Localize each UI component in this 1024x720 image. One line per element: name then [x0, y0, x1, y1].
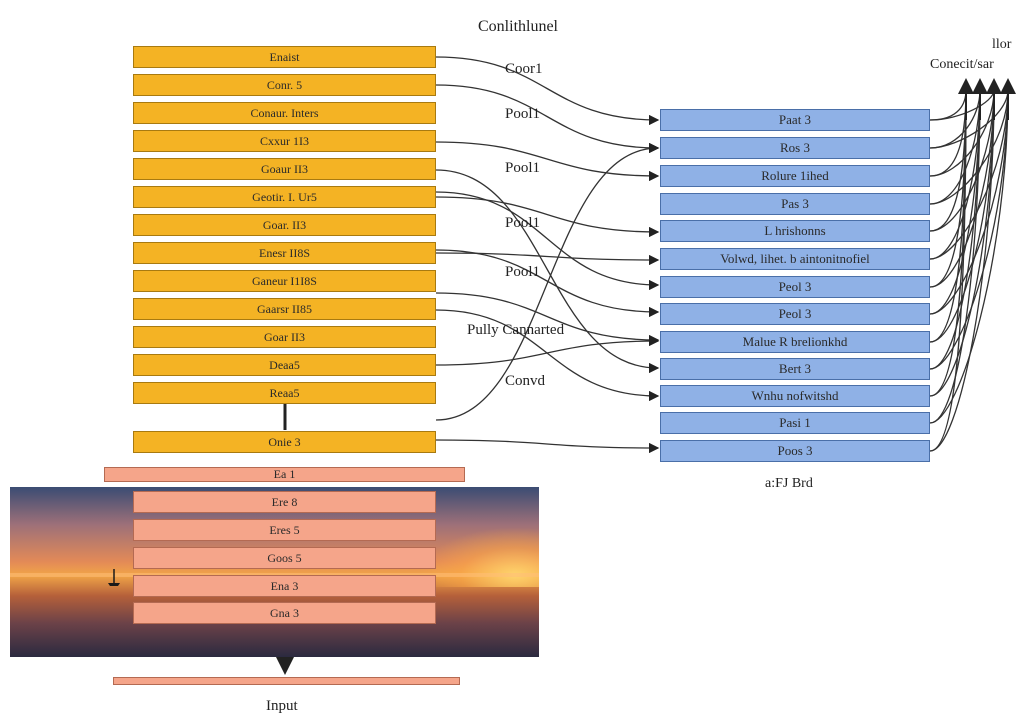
- layer-box-left: Geotir. I. Ur5: [133, 186, 436, 208]
- layer-box-salmon: Ena 3: [133, 575, 436, 597]
- layer-box-salmon: Ere 8: [133, 491, 436, 513]
- connector-curve: [435, 169, 660, 374]
- layer-box-left: Goaur II3: [133, 158, 436, 180]
- layer-box-right: Malue R brelionkhd: [660, 331, 930, 353]
- connector-curve: [435, 335, 660, 366]
- label-input: Input: [266, 698, 298, 714]
- connector-curve: [435, 439, 660, 454]
- label-pool4: Pool1: [505, 264, 541, 280]
- layer-box-right: Volwd, lihet. b aintonitnofiel: [660, 248, 930, 270]
- label-fully-connected: Pully Cannarted: [467, 322, 565, 338]
- layer-box-left: Conaur. Inters: [133, 102, 436, 124]
- layer-box-salmon: Eres 5: [133, 519, 436, 541]
- label-pool1: Pool1: [505, 106, 541, 122]
- connector-curve: [435, 292, 660, 346]
- fan-line: [929, 89, 967, 452]
- connector-curve: [435, 249, 660, 318]
- connector-curve: [435, 196, 660, 238]
- label-pool2: Pool1: [505, 160, 541, 176]
- connector-curve: [435, 252, 660, 266]
- layer-box-right: Bert 3: [660, 358, 930, 380]
- layer-box-salmon: Goos 5: [133, 547, 436, 569]
- layer-box-left: Goar. II3: [133, 214, 436, 236]
- fan-line: [929, 89, 995, 452]
- layer-box-left: Ganeur I1I8S: [133, 270, 436, 292]
- fan-line: [929, 89, 967, 177]
- layer-box-right: Peol 3: [660, 303, 930, 325]
- layer-box-right: Pas 3: [660, 193, 930, 215]
- layer-box-salmon: Gna 3: [133, 602, 436, 624]
- layer-box-right: Ros 3: [660, 137, 930, 159]
- layer-box-left: Deaa5: [133, 354, 436, 376]
- connector-curve: [435, 56, 660, 126]
- layer-box-right: L hrishonns: [660, 220, 930, 242]
- right-title-line1: llor: [992, 37, 1012, 52]
- label-conv1: Coor1: [505, 61, 543, 77]
- connector-lines: [435, 56, 1009, 454]
- label-convd: Convd: [505, 373, 546, 389]
- fan-line: [929, 89, 1009, 424]
- layer-box-right: Wnhu nofwitshd: [660, 385, 930, 407]
- layer-box-left: Reaa5: [133, 382, 436, 404]
- layer-box-left: Onie 3: [133, 431, 436, 453]
- label-bottom-right: a:FJ Brd: [765, 476, 813, 491]
- fan-line: [929, 89, 981, 424]
- fan-line: [929, 89, 1009, 260]
- layer-box-left: Conr. 5: [133, 74, 436, 96]
- layer-box-right: Pasi 1: [660, 412, 930, 434]
- layer-box-left: Cxxur 1I3: [133, 130, 436, 152]
- layer-box-right: Paat 3: [660, 109, 930, 131]
- layer-box-right: Rolure 1ihed: [660, 165, 930, 187]
- connector-curve: [435, 141, 660, 182]
- connector-curve: [435, 142, 660, 421]
- layer-box-right: Peol 3: [660, 276, 930, 298]
- output-arrows: [958, 78, 1016, 120]
- label-pool3: Pool1: [505, 215, 541, 231]
- fan-line: [929, 89, 1009, 315]
- right-title-line2: Conecit/sar: [930, 57, 994, 72]
- sailboat-icon: [108, 569, 120, 586]
- sun-glow: [419, 527, 539, 587]
- input-bar: [113, 677, 460, 685]
- connector-curve: [435, 84, 660, 154]
- fan-line: [929, 89, 1009, 370]
- layer-box-left: Goar II3: [133, 326, 436, 348]
- layer-box-left: Enaist: [133, 46, 436, 68]
- layer-box-salmon-wide: Ea 1: [104, 467, 465, 482]
- layer-box-right: Poos 3: [660, 440, 930, 462]
- top-title: Conlithlunel: [478, 18, 558, 35]
- layer-box-left: Enesr II8S: [133, 242, 436, 264]
- connector-curve: [435, 191, 660, 291]
- layer-box-left: Gaarsr II85: [133, 298, 436, 320]
- fan-line: [929, 89, 995, 232]
- sunset-scene-image: [10, 487, 539, 657]
